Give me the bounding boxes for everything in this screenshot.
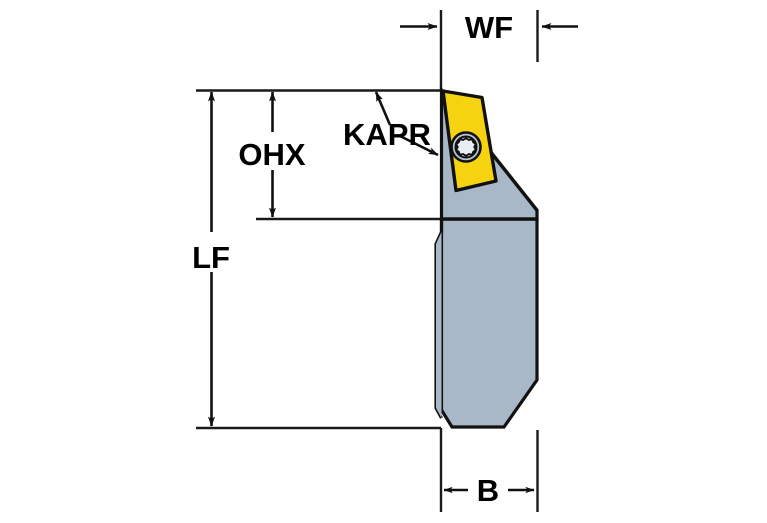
b-label: B	[477, 473, 499, 508]
torx-star-icon	[455, 137, 477, 157]
torx-clamp-screw	[450, 131, 482, 163]
dimension-ohx: OHX	[238, 91, 306, 218]
kapr-label: KAPR	[343, 117, 431, 152]
extension-lines	[196, 10, 539, 512]
dimension-wf: WF	[400, 10, 578, 45]
wf-label: WF	[465, 10, 513, 45]
shank-left-chamfer-fill	[436, 219, 442, 418]
lf-label: LF	[192, 240, 230, 275]
ohx-label: OHX	[238, 137, 306, 172]
tool-shank	[439, 217, 539, 429]
dimension-lf: LF	[192, 91, 230, 427]
kapr-leader-lower	[399, 134, 439, 157]
dimension-kapr: KAPR	[343, 91, 439, 157]
dimension-b: B	[443, 473, 535, 508]
kapr-leader-upper	[374, 91, 392, 126]
